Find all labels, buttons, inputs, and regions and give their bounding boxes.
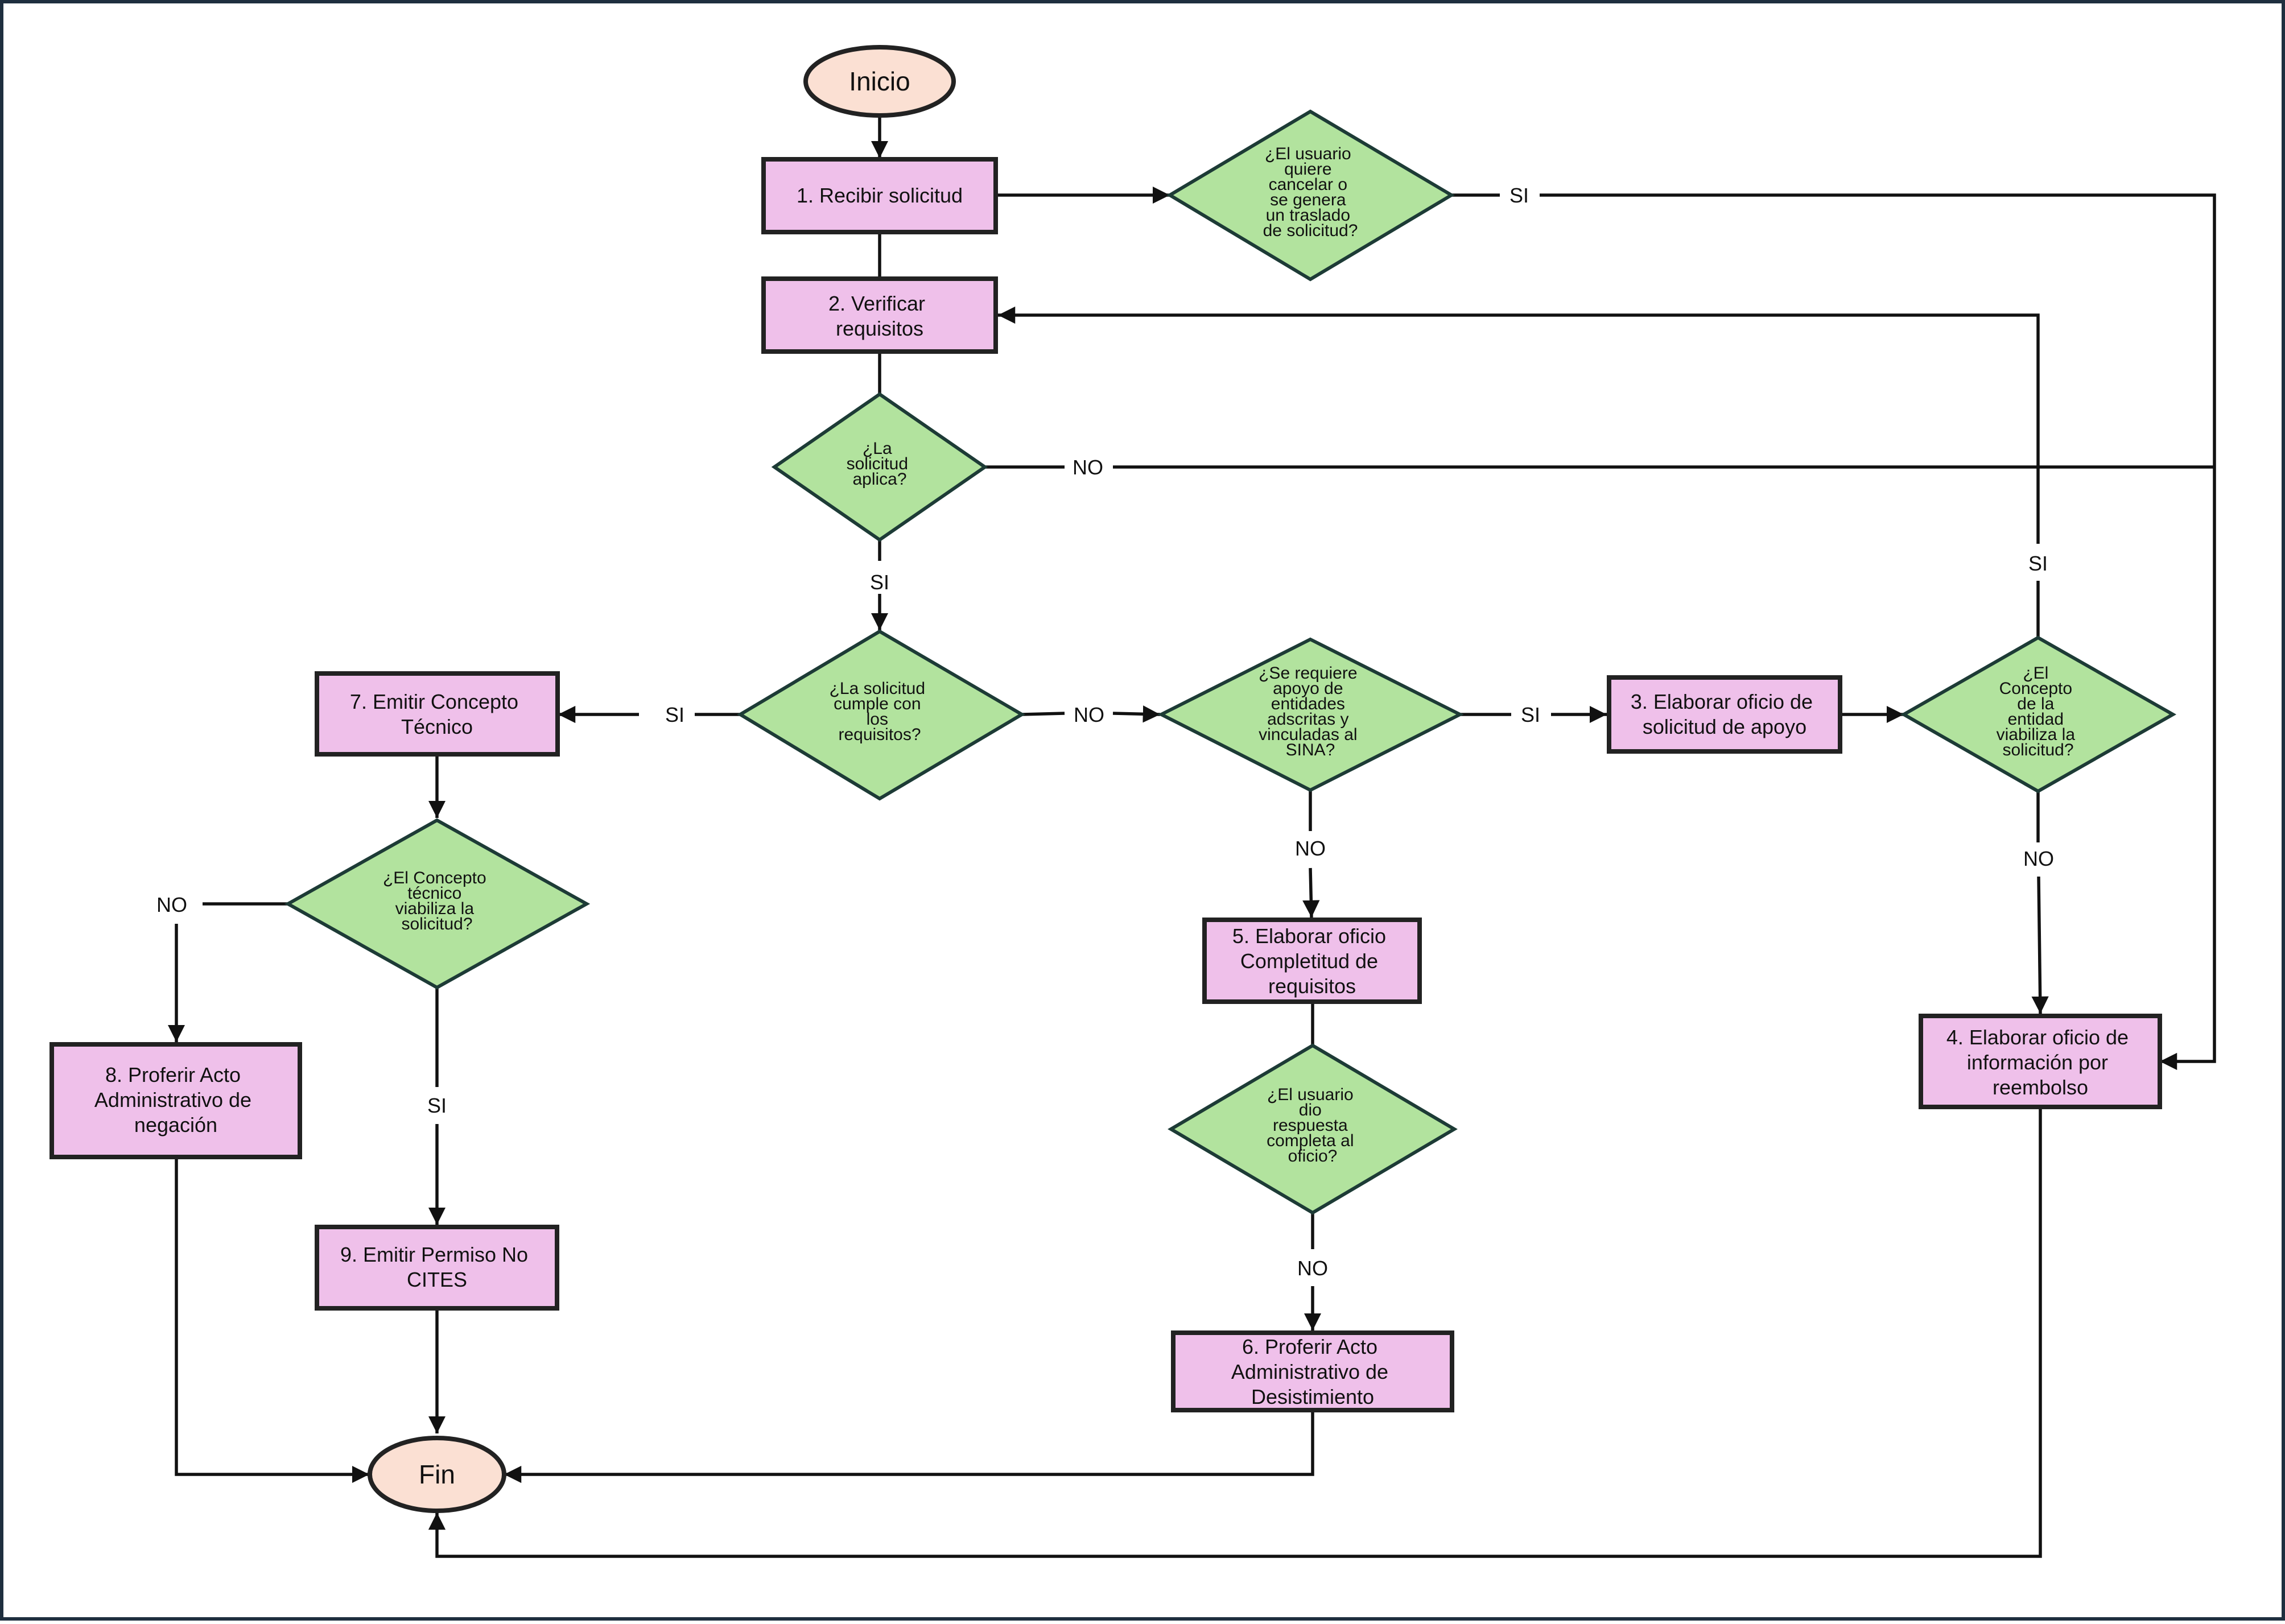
decision-aplica-text: ¿La solicitud aplica? bbox=[847, 439, 913, 489]
label-apoyo-no: NO bbox=[1295, 837, 1326, 860]
connectors bbox=[167, 117, 2216, 1558]
decision-entidad-text: ¿El Concepto de la entidad viabiliza la … bbox=[1997, 664, 2080, 759]
branch-labels: SI NO SI SI NO SI NO SI NO NO SI NO bbox=[156, 184, 2054, 1280]
process-9-emitir-permiso: 9. Emitir Permiso No CITES bbox=[315, 1225, 559, 1311]
label-tecnico-si: SI bbox=[427, 1094, 447, 1117]
process-3-elaborar-oficio-apoyo: 3. Elaborar oficio de solicitud de apoyo bbox=[1607, 675, 1842, 754]
label-cancel-si: SI bbox=[1509, 184, 1529, 207]
process-5-elaborar-oficio-completitud: 5. Elaborar oficio Completitud de requis… bbox=[1202, 918, 1422, 1004]
label-respuesta-no: NO bbox=[1297, 1257, 1328, 1280]
process-5-text: 5. Elaborar oficio Completitud de requis… bbox=[1232, 924, 1392, 998]
process-2-text: 2. Verificar requisitos bbox=[828, 292, 931, 340]
flowchart: Inicio Fin 1. Recibir solicitud 2. Verif… bbox=[50, 45, 2216, 1558]
arrow-cancel-si-to-p4 bbox=[1540, 193, 2216, 1071]
process-4-text: 4. Elaborar oficio de información por re… bbox=[1946, 1026, 2134, 1099]
arrow-p8-to-fin bbox=[175, 1158, 369, 1483]
decision-respuesta-text: ¿El usuario dio respuesta completa al of… bbox=[1267, 1085, 1359, 1166]
decision-solicitud-aplica: ¿La solicitud aplica? bbox=[771, 392, 988, 542]
process-8-text: 8. Proferir Acto Administrativo de negac… bbox=[94, 1063, 257, 1137]
decision-cumple-text: ¿La solicitud cumple con los requisitos? bbox=[830, 679, 930, 744]
label-apoyo-si: SI bbox=[1521, 703, 1540, 726]
decision-entidad-viabiliza: ¿El Concepto de la entidad viabiliza la … bbox=[1900, 635, 2177, 794]
label-cumple-no: NO bbox=[1074, 703, 1104, 726]
process-3-text: 3. Elaborar oficio de solicitud de apoyo bbox=[1631, 690, 1818, 738]
arrow-cumple-no-to-apoyo bbox=[1112, 705, 1161, 723]
arrow-apoyo-no-to-p5 bbox=[1302, 867, 1320, 918]
label-aplica-no: NO bbox=[1073, 456, 1103, 479]
decision-apoyo-text: ¿Se requiere apoyo de entidades adscrita… bbox=[1259, 664, 1362, 759]
process-6-text: 6. Proferir Acto Administrativo de Desis… bbox=[1231, 1335, 1394, 1408]
decision-respuesta-completa: ¿El usuario dio respuesta completa al of… bbox=[1168, 1043, 1458, 1215]
decision-requiere-apoyo-sina: ¿Se requiere apoyo de entidades adscrita… bbox=[1157, 637, 1464, 792]
arrow-entidad-no-to-p4 bbox=[2031, 876, 2049, 1014]
process-4-elaborar-oficio-reembolso: 4. Elaborar oficio de información por re… bbox=[1919, 1014, 2162, 1109]
arrow-p6-to-fin bbox=[504, 1411, 1314, 1483]
terminal-inicio-label: Inicio bbox=[849, 67, 910, 96]
label-tecnico-no: NO bbox=[156, 893, 187, 916]
terminal-inicio: Inicio bbox=[803, 45, 956, 118]
decision-cancelar-text: ¿El usuario quiere cancelar o se genera … bbox=[1263, 144, 1358, 240]
label-entidad-no: NO bbox=[2023, 847, 2054, 870]
process-6-proferir-desistimiento: 6. Proferir Acto Administrativo de Desis… bbox=[1171, 1330, 1454, 1412]
decision-tecnico-viabiliza: ¿El Concepto técnico viabiliza la solici… bbox=[284, 818, 591, 990]
decision-tecnico-text: ¿El Concepto técnico viabiliza la solici… bbox=[383, 869, 491, 933]
label-cumple-si: SI bbox=[665, 703, 684, 726]
process-7-emitir-concepto-tecnico: 7. Emitir Concepto Técnico bbox=[315, 671, 560, 757]
terminal-fin-label: Fin bbox=[419, 1460, 455, 1489]
process-7-text: 7. Emitir Concepto Técnico bbox=[350, 690, 524, 738]
process-9-text: 9. Emitir Permiso No CITES bbox=[340, 1243, 534, 1291]
line-cumple-out-right bbox=[1021, 712, 1065, 716]
terminal-fin: Fin bbox=[368, 1436, 506, 1513]
label-aplica-si: SI bbox=[870, 571, 889, 594]
process-2-verificar-requisitos: 2. Verificar requisitos bbox=[761, 276, 998, 354]
arrow-entidad-si-to-p2 bbox=[998, 306, 2040, 544]
decision-cumple-requisitos: ¿La solicitud cumple con los requisitos? bbox=[737, 629, 1025, 801]
process-1-text: 1. Recibir solicitud bbox=[797, 184, 963, 207]
label-entidad-si: SI bbox=[2028, 552, 2048, 575]
process-1-recibir-solicitud: 1. Recibir solicitud bbox=[761, 157, 998, 234]
process-8-proferir-negacion: 8. Proferir Acto Administrativo de negac… bbox=[50, 1042, 302, 1159]
decision-cancelar-traslado: ¿El usuario quiere cancelar o se genera … bbox=[1166, 109, 1455, 282]
arrow-p4-to-fin bbox=[428, 1107, 2042, 1558]
